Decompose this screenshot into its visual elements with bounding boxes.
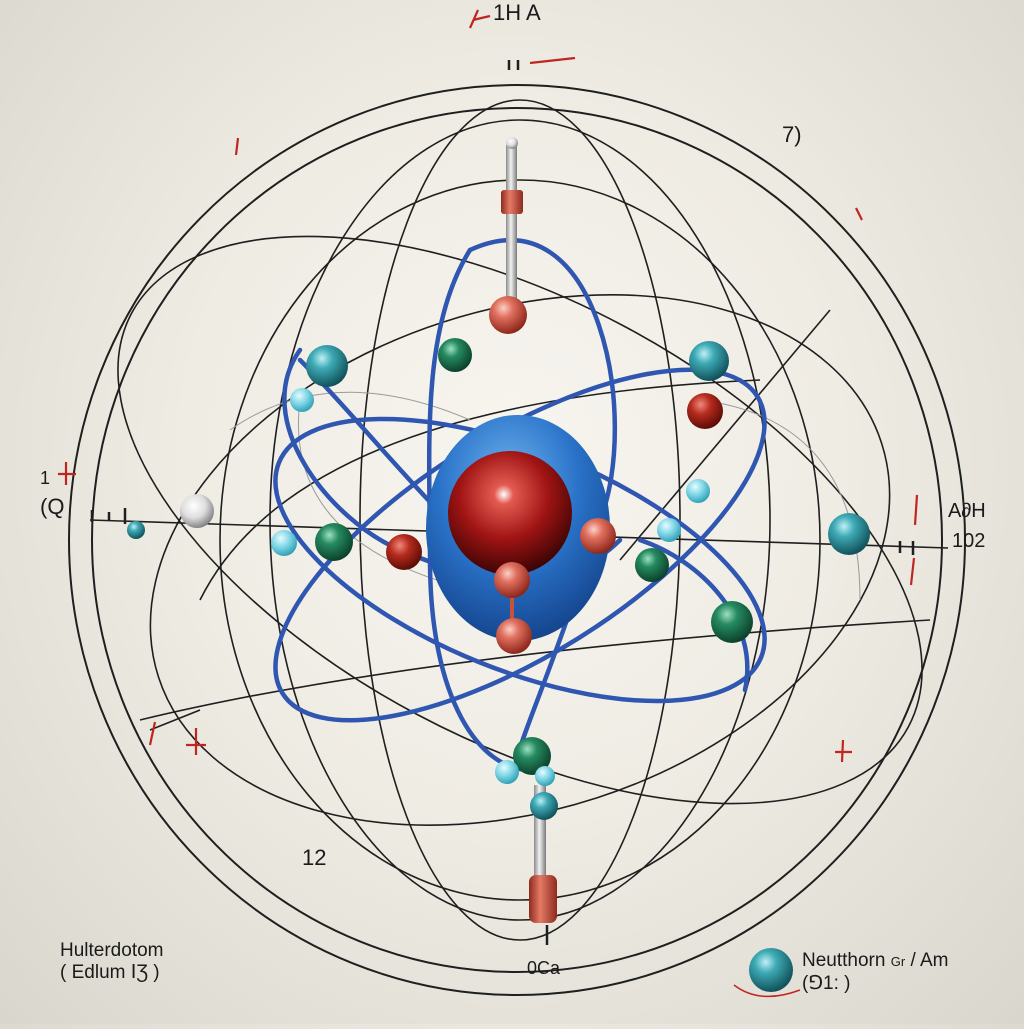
label-left-tick: 1 <box>40 468 51 488</box>
label-bottom-center: 0Ca <box>527 958 561 978</box>
label-top-right: 7) <box>782 122 802 147</box>
legend-right-line2: (⅁1: ) <box>802 973 851 994</box>
legend-left-line1: Hulterdotom <box>60 940 164 961</box>
outer-orbit-rings <box>68 84 966 996</box>
legend-neutron-ball-icon <box>749 948 793 992</box>
legend-left-line2: ( Edlum ⅠƷ ) <box>60 962 160 983</box>
particles <box>127 338 870 786</box>
label-top: 1H A <box>493 0 541 25</box>
legend-red-swoosh <box>733 984 801 998</box>
axis-tick-marks <box>90 60 915 945</box>
legend-right-line1: Neutthorn <box>802 950 886 971</box>
bottom-rod <box>529 785 558 923</box>
legend-right-text: Neutthorn Gr / Am (⅁1: ) <box>802 950 948 995</box>
label-bottom-left-number: 12 <box>302 845 327 870</box>
nucleus <box>426 415 616 654</box>
top-rod <box>489 137 527 334</box>
legend-right-line1b: / Am <box>910 950 949 971</box>
label-right-upper: A∂H <box>948 500 986 522</box>
label-left: (Q <box>40 494 65 519</box>
annotation-red-marks <box>58 9 919 763</box>
label-right-lower: 102 <box>952 530 986 552</box>
legend-right-small: Gr <box>890 954 906 969</box>
legend-right: Neutthorn Gr / Am (⅁1: ) <box>746 948 948 1003</box>
legend-left: Hulterdotom ( Edlum ⅠƷ ) <box>60 940 164 984</box>
